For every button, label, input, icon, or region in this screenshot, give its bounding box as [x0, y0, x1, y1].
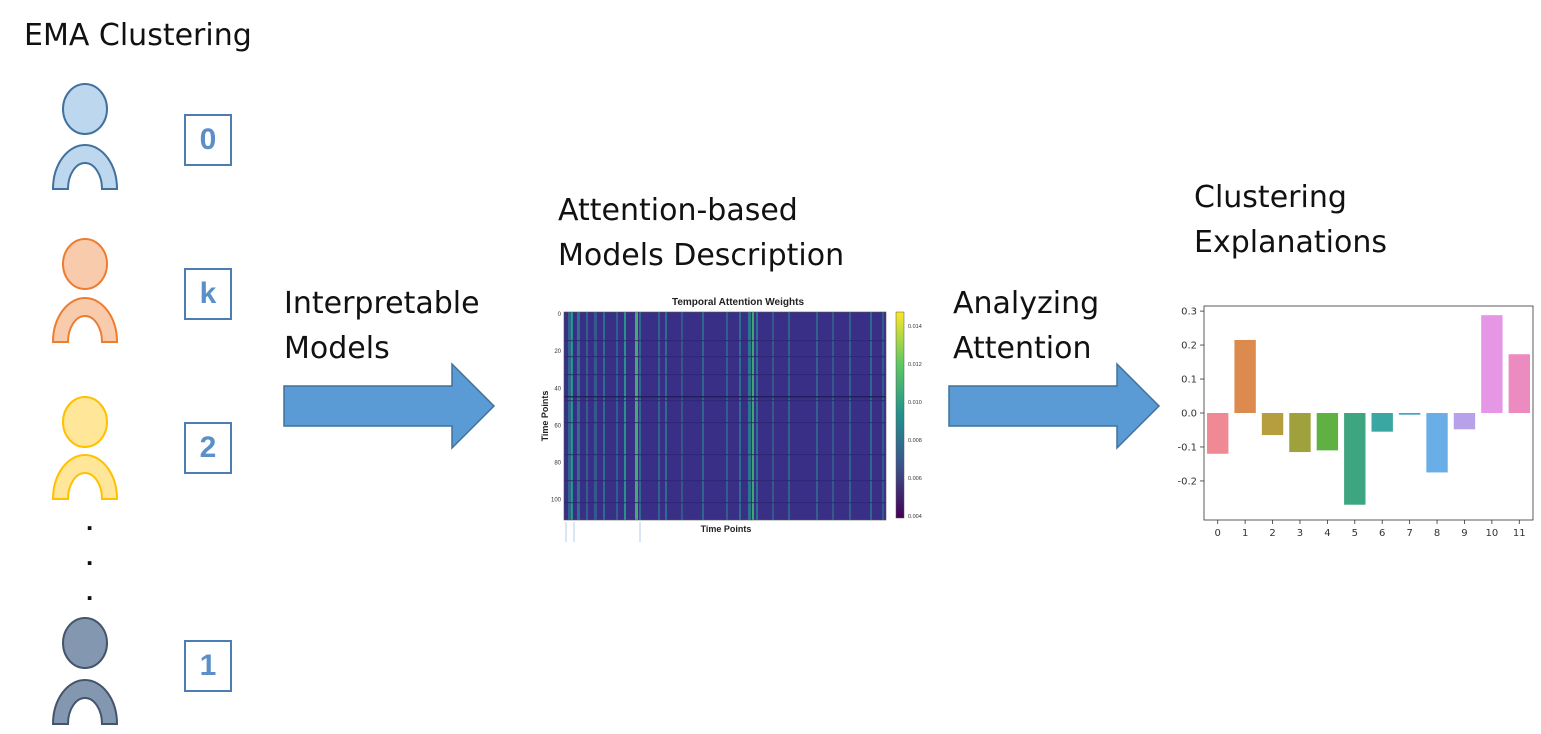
- person-icon-cluster-1: [51, 617, 119, 725]
- bar-x-tick-label: 2: [1269, 528, 1275, 539]
- cluster-label-box: 2: [184, 422, 232, 474]
- bar-y-tick-label: -0.2: [1177, 476, 1197, 487]
- cluster-label-box: 0: [184, 114, 232, 166]
- ellipsis-dot: .: [86, 576, 94, 606]
- bar-x-tick-label: 1: [1242, 528, 1248, 539]
- bar-y-tick-label: 0.3: [1181, 307, 1197, 318]
- arrow2-label-line1: Analyzing: [953, 286, 1100, 321]
- bar-x-tick-label: 5: [1352, 528, 1358, 539]
- bar-x-tick-label: 7: [1406, 528, 1412, 539]
- bar-mark: [1481, 315, 1503, 413]
- bar-x-tick-label: 6: [1379, 528, 1385, 539]
- bar-y-tick-label: 0.1: [1181, 375, 1197, 386]
- heatmap-section-title-line2: Models Description: [558, 238, 845, 273]
- ellipsis-dot: .: [86, 541, 94, 571]
- heatmap-colorbar: [895, 311, 905, 519]
- right-arrow-icon: [948, 362, 1161, 450]
- heatmap-cells: [564, 312, 886, 520]
- bar-x-tick-label: 0: [1215, 528, 1221, 539]
- cluster-label-box: 1: [184, 640, 232, 692]
- heatmap-title: Temporal Attention Weights: [672, 297, 804, 308]
- bar-y-tick-label: 0.0: [1181, 409, 1197, 420]
- heatmap-y-tick-label: 0: [558, 312, 562, 318]
- heatmap-y-label: Time Points: [540, 391, 550, 442]
- bar-x-tick-label: 8: [1434, 528, 1440, 539]
- heatmap-y-tick-label: 60: [554, 423, 561, 429]
- attention-heatmap: Temporal Attention Weights 020406080100 …: [540, 297, 922, 542]
- explanations-title-line2: Explanations: [1194, 225, 1387, 260]
- arrow1-label-line2: Models: [284, 331, 390, 366]
- bar-x-tick-label: 10: [1486, 528, 1499, 539]
- arrow2-label-line2: Attention: [953, 331, 1092, 366]
- colorbar-tick-label: 0.010: [908, 400, 922, 406]
- cluster-label-box: k: [184, 268, 232, 320]
- clustering-explanation-bar-chart: 0.3 0.2 0.1 0.0 -0.1 -0.2 0 1 2 3 4 5 6 7 8 9 10 11: [1177, 305, 1534, 539]
- bar-mark: [1371, 413, 1393, 432]
- bar-x-tick-label: 11: [1513, 528, 1526, 539]
- person-icon-cluster-k: [51, 238, 119, 343]
- person-icon-cluster-0: [51, 83, 119, 190]
- heatmap-y-tick-label: 40: [554, 386, 561, 392]
- heatmap-y-ticks: 0 20 40 60 80 100: [551, 312, 562, 504]
- bar-x-tick-label: 3: [1297, 528, 1303, 539]
- right-arrow-icon: [283, 362, 496, 450]
- bar-mark: [1261, 413, 1284, 436]
- colorbar-tick-label: 0.006: [908, 476, 922, 482]
- heatmap-y-tick-label: 100: [551, 498, 562, 504]
- colorbar-tick-label: 0.008: [908, 438, 922, 444]
- bar-mark: [1289, 413, 1311, 453]
- ellipsis-dot: .: [86, 506, 94, 536]
- colorbar-tick-label: 0.004: [908, 514, 922, 520]
- bar-mark: [1508, 354, 1530, 413]
- bar-mark: [1426, 413, 1448, 473]
- colorbar-tick-label: 0.012: [908, 362, 922, 368]
- explanations-title-line1: Clustering: [1194, 180, 1347, 215]
- heatmap-x-label: Time Points: [701, 524, 752, 534]
- bar-y-tick-label: 0.2: [1181, 341, 1197, 352]
- bar-x-tick-label: 9: [1461, 528, 1467, 539]
- heatmap-y-tick-label: 20: [554, 349, 561, 355]
- diagram-title: EMA Clustering: [24, 18, 252, 53]
- colorbar-ticks: 0.014 0.012 0.010 0.008 0.006 0.004: [908, 324, 922, 520]
- heatmap-y-tick-label: 80: [554, 461, 561, 467]
- heatmap-section-title-line1: Attention-based: [558, 193, 798, 228]
- person-icon-cluster-2: [51, 396, 119, 500]
- bar-y-tick-label: -0.1: [1177, 442, 1197, 453]
- colorbar-tick-label: 0.014: [908, 324, 922, 330]
- bar-mark: [1398, 413, 1421, 415]
- bar-x-tick-label: 4: [1324, 528, 1330, 539]
- arrow1-label-line1: Interpretable: [284, 286, 480, 321]
- bar-mark: [1344, 413, 1366, 505]
- bar-mark: [1207, 413, 1229, 454]
- bar-mark: [1234, 339, 1256, 413]
- bar-mark: [1316, 413, 1339, 451]
- bar-mark: [1453, 413, 1476, 430]
